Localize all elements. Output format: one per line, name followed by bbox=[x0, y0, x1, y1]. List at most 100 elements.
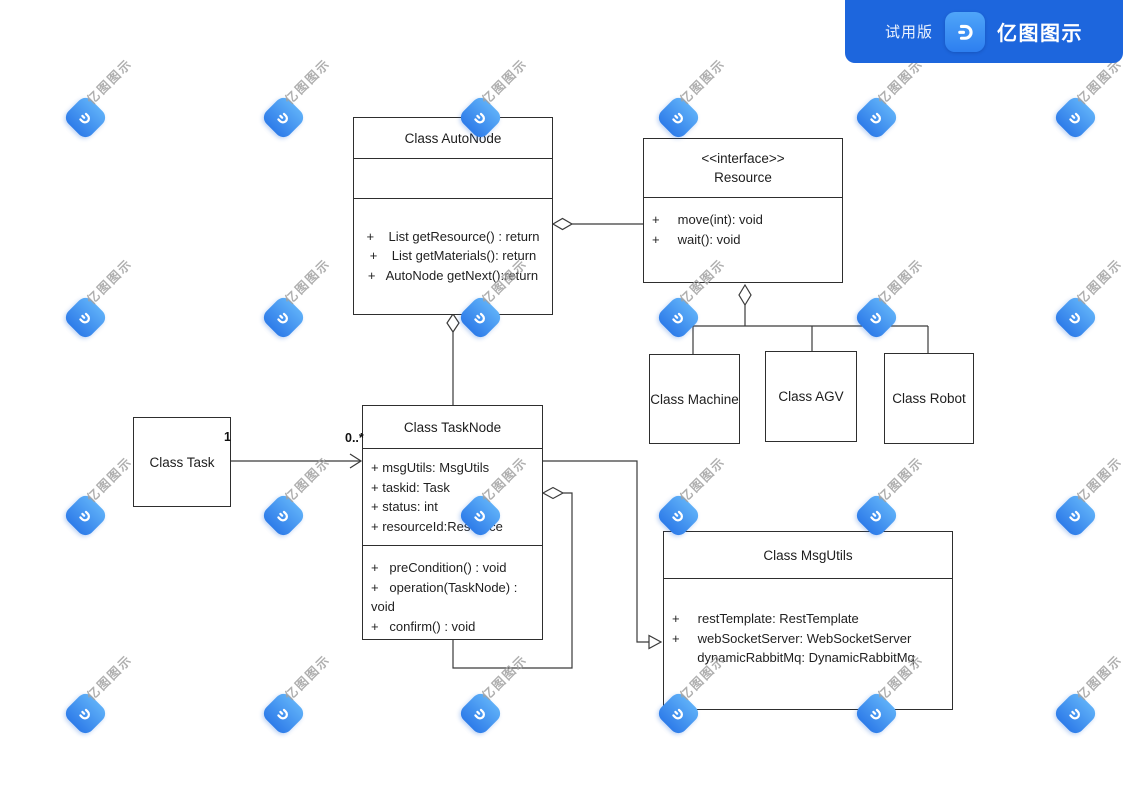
class-title: Class AutoNode bbox=[354, 118, 552, 159]
watermark-text: 亿图图示 bbox=[1073, 651, 1123, 703]
watermark-text: 亿图图示 bbox=[478, 55, 530, 107]
watermark: 亿图图示 bbox=[259, 454, 333, 539]
class-box-robot[interactable]: Class Robot bbox=[884, 353, 974, 444]
interface-name: Resource bbox=[714, 170, 772, 185]
edraw-watermark-icon bbox=[852, 93, 900, 141]
watermark: 亿图图示 bbox=[1051, 652, 1123, 737]
methods-compartment: + preCondition() : void + operation(TaskN… bbox=[363, 546, 542, 638]
watermark-text: 亿图图示 bbox=[83, 651, 135, 703]
watermark: 亿图图示 bbox=[61, 454, 135, 539]
edraw-watermark-icon bbox=[1051, 491, 1099, 539]
class-member: + preCondition() : void bbox=[371, 560, 507, 575]
watermark-text: 亿图图示 bbox=[874, 453, 926, 505]
class-member: + List getResource() : return bbox=[366, 228, 540, 244]
class-title: Class AGV bbox=[778, 389, 844, 404]
watermark: 亿图图示 bbox=[654, 256, 728, 341]
class-member: dynamicRabbitMq: DynamicRabbitMq bbox=[672, 650, 915, 665]
edraw-logo-icon bbox=[945, 11, 985, 52]
attributes-compartment: + msgUtils: MsgUtils + taskid: Task + stat… bbox=[363, 449, 542, 546]
class-box-msgutils[interactable]: Class MsgUtils + restTemplate: RestTempl… bbox=[663, 531, 953, 710]
watermark-text: 亿图图示 bbox=[281, 255, 333, 307]
watermark-text: 亿图图示 bbox=[281, 453, 333, 505]
watermark: 亿图图示 bbox=[852, 256, 926, 341]
watermark: 亿图图示 bbox=[61, 56, 135, 141]
edraw-watermark-icon bbox=[1051, 689, 1099, 737]
multiplicity-label-task-end: 1 bbox=[224, 430, 231, 444]
class-title: Class TaskNode bbox=[363, 406, 542, 449]
edraw-watermark-icon bbox=[61, 491, 109, 539]
edraw-watermark-icon bbox=[61, 689, 109, 737]
class-member: + move(int): void bbox=[652, 212, 763, 227]
edraw-watermark-icon bbox=[654, 293, 702, 341]
class-member: + webSocketServer: WebSocketServer bbox=[672, 630, 912, 646]
watermark-text: 亿图图示 bbox=[1073, 255, 1123, 307]
attributes-compartment bbox=[354, 159, 552, 199]
class-box-agv[interactable]: Class AGV bbox=[765, 351, 857, 442]
edraw-watermark-icon bbox=[61, 93, 109, 141]
watermark: 亿图图示 bbox=[654, 454, 728, 539]
watermark-text: 亿图图示 bbox=[478, 651, 530, 703]
edraw-watermark-icon bbox=[852, 293, 900, 341]
edraw-watermark-icon bbox=[259, 491, 307, 539]
edraw-watermark-icon bbox=[1051, 93, 1099, 141]
edraw-watermark-icon bbox=[259, 93, 307, 141]
watermark: 亿图图示 bbox=[259, 256, 333, 341]
brand-name: 亿图图示 bbox=[997, 23, 1083, 45]
class-title: Class MsgUtils bbox=[664, 532, 952, 579]
multiplicity-label-tasknode-end: 0..* bbox=[345, 431, 364, 445]
watermark: 亿图图示 bbox=[1051, 256, 1123, 341]
class-box-autonode[interactable]: Class AutoNode + List getResource() : re… bbox=[353, 117, 553, 315]
watermark: 亿图图示 bbox=[1051, 454, 1123, 539]
edraw-watermark-icon bbox=[61, 293, 109, 341]
connector-autonode-resource[interactable] bbox=[551, 217, 643, 231]
class-member: + List getMaterials(): return bbox=[369, 248, 537, 264]
watermark: 亿图图示 bbox=[1051, 56, 1123, 141]
watermark-text: 亿图图示 bbox=[874, 255, 926, 307]
attributes-compartment: + restTemplate: RestTemplate + webSocketS… bbox=[664, 579, 952, 708]
watermark-text: 亿图图示 bbox=[676, 453, 728, 505]
connector-resource-implementations[interactable] bbox=[692, 283, 929, 355]
class-member: + confirm() : void bbox=[371, 618, 476, 634]
class-member: + AutoNode getNext():return bbox=[367, 267, 539, 283]
class-box-machine[interactable]: Class Machine bbox=[649, 354, 740, 444]
class-member: + restTemplate: RestTemplate bbox=[672, 611, 859, 626]
watermark-text: 亿图图示 bbox=[83, 55, 135, 107]
watermark-text: 亿图图示 bbox=[676, 55, 728, 107]
stereotype-label: <<interface>> bbox=[701, 151, 785, 166]
watermark: 亿图图示 bbox=[259, 56, 333, 141]
watermark: 亿图图示 bbox=[456, 652, 530, 737]
class-member: + status: int bbox=[371, 499, 438, 514]
edraw-watermark-icon bbox=[259, 293, 307, 341]
edraw-watermark-icon bbox=[654, 93, 702, 141]
watermark-text: 亿图图示 bbox=[1073, 453, 1123, 505]
edraw-watermark-icon bbox=[1051, 293, 1099, 341]
watermark: 亿图图示 bbox=[654, 56, 728, 141]
class-box-resource[interactable]: <<interface>> Resource + move(int): void… bbox=[643, 138, 843, 283]
class-member: + operation(TaskNode) : void bbox=[371, 579, 521, 615]
watermark-text: 亿图图示 bbox=[281, 651, 333, 703]
watermark: 亿图图示 bbox=[61, 652, 135, 737]
class-title: Class Robot bbox=[892, 391, 966, 406]
class-title: Class Task bbox=[149, 454, 215, 470]
watermark-text: 亿图图示 bbox=[83, 255, 135, 307]
class-member: + resourceId:Resource bbox=[371, 518, 503, 534]
methods-compartment: + List getResource() : return + List getM… bbox=[354, 199, 552, 313]
watermark: 亿图图示 bbox=[259, 652, 333, 737]
class-member: + msgUtils: MsgUtils bbox=[371, 460, 490, 475]
class-box-tasknode[interactable]: Class TaskNode + msgUtils: MsgUtils + tas… bbox=[362, 405, 543, 640]
watermark-text: 亿图图示 bbox=[281, 55, 333, 107]
class-title: <<interface>> Resource bbox=[644, 139, 842, 198]
class-box-task[interactable]: Class Task bbox=[133, 417, 231, 507]
trial-badge[interactable]: 试用版 亿图图示 bbox=[845, 0, 1123, 63]
class-member: + wait(): void bbox=[652, 231, 741, 247]
watermark: 亿图图示 bbox=[852, 56, 926, 141]
watermark: 亿图图示 bbox=[852, 454, 926, 539]
connector-autonode-tasknode[interactable] bbox=[446, 312, 460, 405]
connector-task-tasknode[interactable] bbox=[231, 453, 363, 469]
watermark: 亿图图示 bbox=[61, 256, 135, 341]
class-title: Class Machine bbox=[650, 391, 739, 407]
connector-tasknode-msgutils[interactable] bbox=[543, 460, 663, 650]
trial-version-label: 试用版 bbox=[884, 24, 933, 41]
class-member: + taskid: Task bbox=[371, 479, 450, 495]
methods-compartment: + move(int): void + wait(): void bbox=[644, 198, 842, 281]
